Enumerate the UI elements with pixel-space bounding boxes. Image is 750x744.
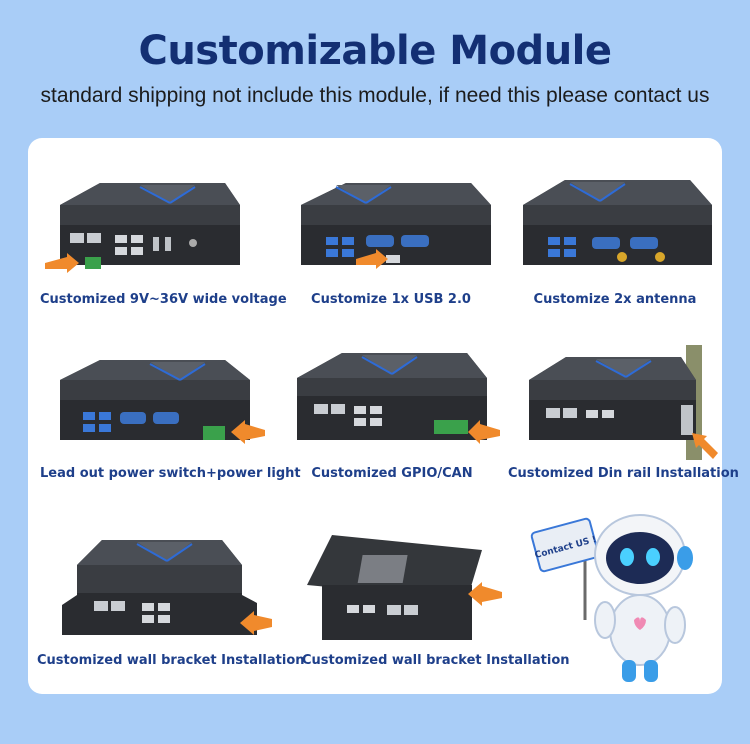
module-antenna xyxy=(520,175,720,285)
mini-pc-image xyxy=(45,183,240,273)
arrow-icon xyxy=(468,582,502,606)
module-usb xyxy=(296,175,496,285)
module-din-rail xyxy=(526,345,718,460)
arrow-icon xyxy=(240,611,272,635)
module-wall-bracket-2 xyxy=(302,530,502,645)
module-gpio-can xyxy=(292,348,500,458)
page-subtitle: standard shipping not include this modul… xyxy=(40,84,710,107)
mini-pc-image xyxy=(307,535,502,640)
mini-pc-image xyxy=(60,360,265,444)
caption: Customized GPIO/CAN xyxy=(311,466,473,481)
robot-mascot: Contact US ! xyxy=(530,514,693,682)
module-wide-voltage xyxy=(45,175,245,285)
arrow-icon xyxy=(692,433,718,459)
caption: Customized Din rail Installation xyxy=(508,466,739,481)
caption: Lead out power switch+power light xyxy=(40,466,301,481)
caption: Customized wall bracket Installation xyxy=(37,653,305,668)
module-wall-bracket-1 xyxy=(62,535,272,645)
module-power-switch xyxy=(55,350,265,460)
caption: Customize 2x antenna xyxy=(533,292,697,307)
caption: Customized 9V~36V wide voltage xyxy=(40,292,287,307)
arrow-icon xyxy=(45,253,79,273)
page-title: Customizable Module xyxy=(138,28,612,74)
caption: Customized wall bracket Installation xyxy=(302,653,570,668)
arrow-icon xyxy=(231,420,265,444)
mini-pc-image xyxy=(62,540,272,635)
arrow-icon xyxy=(468,420,500,444)
arrow-icon xyxy=(356,249,388,269)
mini-pc-image xyxy=(301,183,491,269)
caption: Customize 1x USB 2.0 xyxy=(311,292,471,307)
mini-pc-image xyxy=(523,180,712,265)
mini-pc-image xyxy=(529,345,718,460)
mini-pc-image xyxy=(297,353,500,444)
